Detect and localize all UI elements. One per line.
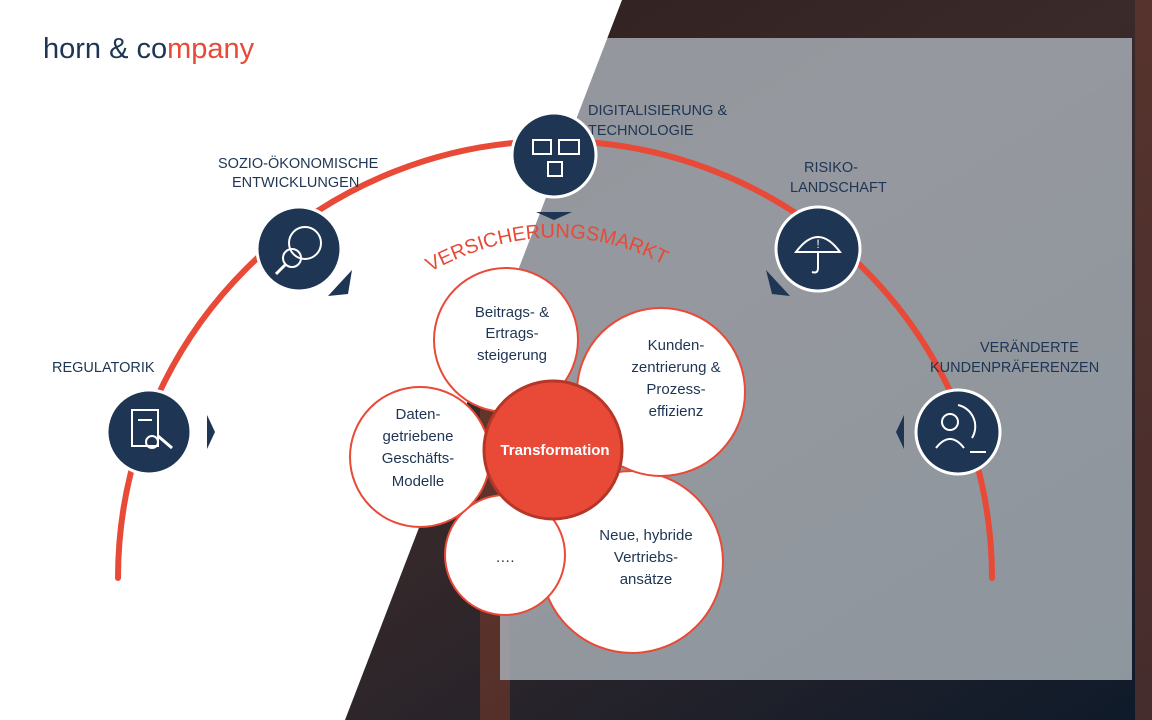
bubble-text-customer: Kunden-zentrierung &Prozess-effizienz — [631, 337, 720, 420]
regulation-icon — [131, 409, 159, 447]
arrow-down-icon — [536, 212, 572, 220]
white-area — [0, 0, 622, 720]
driver-label-regulatorik: REGULATORIK — [52, 360, 155, 376]
driver-icon-risk: ! — [774, 205, 862, 293]
umbrella-risk-icon — [794, 236, 842, 253]
arrow-right-icon — [207, 415, 215, 449]
driver-icon-socio — [255, 205, 343, 293]
arrow-left-icon — [896, 415, 904, 449]
digital-devices-icon — [532, 139, 552, 155]
customer-icon — [941, 413, 959, 431]
driver-icon-regulation — [105, 388, 193, 476]
transformation-label: Transformation — [500, 442, 609, 459]
driver-label-digital: DIGITALISIERUNG &TECHNOLOGIE — [588, 103, 727, 139]
transformation-core — [482, 379, 624, 521]
logo: horn & company — [43, 33, 255, 65]
bubble-text-more: …. — [495, 549, 514, 566]
driver-icon-customer — [914, 388, 1002, 476]
bubble-text-revenue: Beitrags- &Ertrags-steigerung — [475, 304, 549, 364]
arrow-icon — [328, 270, 352, 296]
arrow-icon — [766, 270, 790, 296]
socio-economic-icon — [288, 226, 322, 260]
svg-text:!: ! — [816, 237, 819, 251]
driver-label-risk: RISIKO-LANDSCHAFT — [790, 160, 887, 196]
driver-icon-digital — [510, 111, 598, 199]
arrow-icons — [207, 212, 904, 449]
